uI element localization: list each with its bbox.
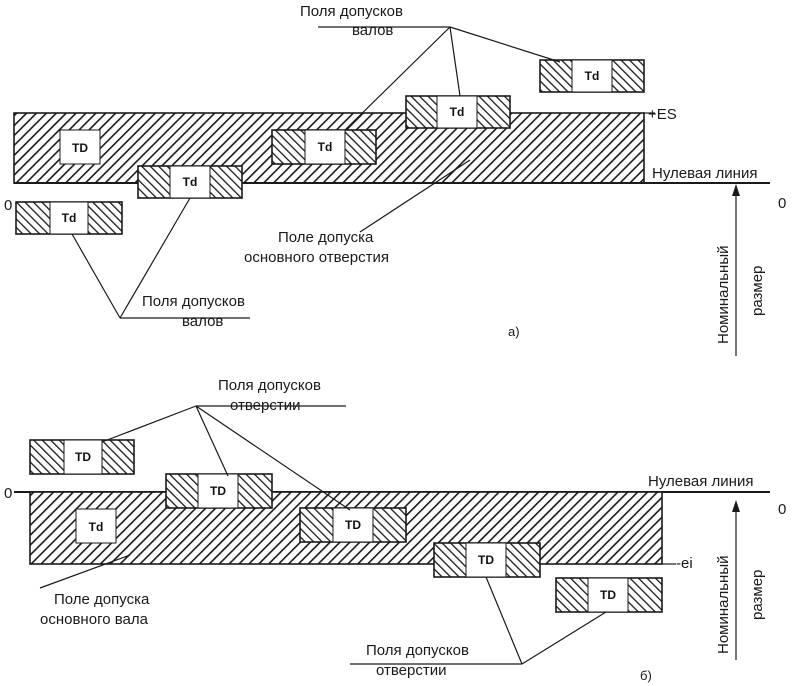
main-field-label-b-2: основного вала: [40, 611, 149, 628]
main-td-box-a: [59, 129, 101, 165]
zero-right-a: 0: [778, 195, 786, 212]
leader-b-bottom-1: [485, 576, 523, 665]
main-td-label-a: TD: [72, 141, 88, 155]
hole-field-4: TD: [433, 542, 541, 578]
shaft-field-5: Td: [539, 59, 645, 93]
hole-field-3: TD: [299, 507, 407, 543]
shaft-field-2: Td: [137, 165, 243, 199]
leader-a-bottom-1: [71, 233, 121, 319]
nominal-label-b-1: Номинальный: [715, 555, 732, 654]
shaft-field-3: Td: [271, 129, 377, 165]
leader-b-top-2: [195, 405, 229, 477]
diagram-b: -ei Нулевая линия 0 0 Td TD TD TD TD: [4, 377, 786, 683]
zero-left-a: 0: [4, 197, 12, 214]
svg-text:Td: Td: [585, 69, 600, 83]
lower-deviation-label: -ei: [676, 555, 693, 572]
leader-a-top-2: [449, 26, 461, 97]
leader-b-top-3: [195, 405, 351, 511]
main-field-label-a-1: Поле допуска: [278, 229, 374, 246]
diagram-a: +ES Нулевая линия 0 0 TD Td Td Td Td: [4, 3, 786, 356]
svg-text:Td: Td: [183, 175, 198, 189]
fields-bottom-label-a-2: валов: [182, 313, 223, 330]
main-field-label-b-1: Поле допуска: [54, 591, 150, 608]
svg-text:TD: TD: [345, 518, 361, 532]
caption-b: б): [640, 668, 652, 683]
fields-bottom-label-b-2: отверстии: [376, 662, 447, 679]
hole-field-2: TD: [165, 473, 273, 509]
fields-top-label-a-1: Поля допусков: [300, 3, 403, 20]
hole-field-1: TD: [29, 439, 135, 475]
svg-text:Td: Td: [62, 211, 77, 225]
fields-bottom-label-b-1: Поля допусков: [366, 642, 469, 659]
zero-right-b: 0: [778, 501, 786, 518]
main-field-label-a-2: основного отверстия: [244, 249, 389, 266]
nominal-label-a-1: Номинальный: [715, 245, 732, 344]
fields-top-label-b-1: Поля допусков: [218, 377, 321, 394]
leader-b-main: [39, 554, 131, 589]
svg-text:TD: TD: [75, 450, 91, 464]
svg-text:TD: TD: [478, 553, 494, 567]
zero-line-label-b: Нулевая линия: [648, 473, 753, 490]
svg-text:Td: Td: [318, 140, 333, 154]
zero-line-label-a: Нулевая линия: [652, 165, 757, 182]
leader-a-top-3: [449, 26, 561, 63]
main-td-label-b: Td: [89, 520, 104, 534]
leader-a-top-1: [344, 26, 451, 131]
leader-a-main: [359, 159, 471, 233]
leader-b-top-1: [101, 405, 197, 443]
shaft-field-1: Td: [15, 201, 123, 235]
upper-deviation-label: +ES: [648, 106, 677, 123]
shaft-field-4: Td: [405, 95, 511, 129]
svg-text:TD: TD: [600, 588, 616, 602]
svg-text:TD: TD: [210, 484, 226, 498]
fields-bottom-label-a-1: Поля допусков: [142, 293, 245, 310]
fields-top-label-a-2: валов: [352, 22, 393, 39]
main-td-box-b: [75, 508, 117, 544]
leader-b-bottom-2: [521, 611, 607, 665]
nominal-label-a-2: размер: [749, 266, 766, 316]
hole-field-5: TD: [555, 577, 663, 613]
svg-text:Td: Td: [450, 105, 465, 119]
leader-a-bottom-2: [119, 197, 191, 319]
nominal-label-b-2: размер: [749, 570, 766, 620]
zero-left-b: 0: [4, 485, 12, 502]
caption-a: а): [508, 324, 520, 339]
